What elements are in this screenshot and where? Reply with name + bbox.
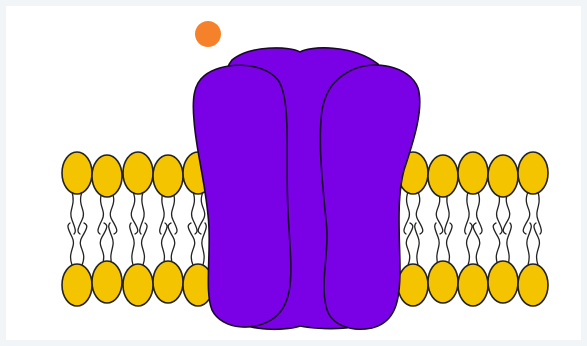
- lipid-tail: [131, 192, 138, 234]
- lipid-tail: [465, 192, 469, 234]
- lipid-tail: [467, 223, 472, 265]
- lipid-tail: [493, 223, 500, 265]
- lipid-tail: [188, 223, 195, 265]
- lipid-tail: [447, 223, 452, 265]
- lipid-tail: [534, 223, 539, 265]
- lipid-tail: [172, 192, 177, 234]
- lipid-tail: [404, 192, 409, 234]
- phospholipid-head: [153, 155, 183, 197]
- lipid-tail: [140, 192, 144, 234]
- phospholipid-head: [123, 264, 153, 306]
- lipid-tail: [477, 192, 482, 234]
- phospholipid-head: [518, 152, 548, 194]
- lipid-tail: [523, 192, 530, 234]
- lipid-tail: [202, 223, 206, 265]
- phospholipid-head: [62, 152, 92, 194]
- lipid-tail: [503, 192, 510, 234]
- lipid-tail: [473, 223, 480, 265]
- lipid-tail: [416, 192, 423, 234]
- lipid-tail: [100, 223, 107, 265]
- phospholipid-head: [518, 264, 548, 306]
- phospholipid-head: [488, 261, 518, 303]
- phospholipid-head: [458, 264, 488, 306]
- lipid-tail: [71, 192, 75, 234]
- lipid-tail: [527, 223, 531, 265]
- lipid-tail: [445, 192, 449, 234]
- lipid-tail: [78, 192, 83, 234]
- lipid-tail: [98, 192, 103, 234]
- lipid-tail: [415, 223, 419, 265]
- lipid-tail: [198, 192, 205, 234]
- phospholipid-head: [62, 264, 92, 306]
- phospholipid-head: [488, 155, 518, 197]
- lipid-tail: [406, 223, 413, 265]
- phospholipid-head: [458, 152, 488, 194]
- channel-subunit-left: [193, 65, 291, 327]
- phospholipid-head: [92, 261, 122, 303]
- lipid-tail: [497, 192, 502, 234]
- lipid-tail: [435, 223, 439, 265]
- lipid-tail: [109, 223, 113, 265]
- lipid-tail: [507, 223, 511, 265]
- lipid-tail: [142, 223, 147, 265]
- lipid-tail: [130, 223, 134, 265]
- lipid-tail: [537, 192, 541, 234]
- lipid-tail: [436, 192, 443, 234]
- channel-protein: [193, 48, 420, 329]
- lipid-tail: [168, 223, 175, 265]
- lipid-tail: [80, 223, 87, 265]
- phospholipid-head: [428, 261, 458, 303]
- phospholipid-head: [153, 261, 183, 303]
- lipid-tail: [160, 192, 164, 234]
- phospholipid-head: [123, 152, 153, 194]
- lipid-tail: [192, 192, 197, 234]
- lipid-tail: [162, 223, 167, 265]
- lipid-tail: [110, 192, 117, 234]
- phospholipid-head: [92, 155, 122, 197]
- phospholipid-head: [428, 155, 458, 197]
- ligand-molecule: [195, 21, 221, 47]
- lipid-tail: [68, 223, 73, 265]
- phospholipid-head: [398, 264, 428, 306]
